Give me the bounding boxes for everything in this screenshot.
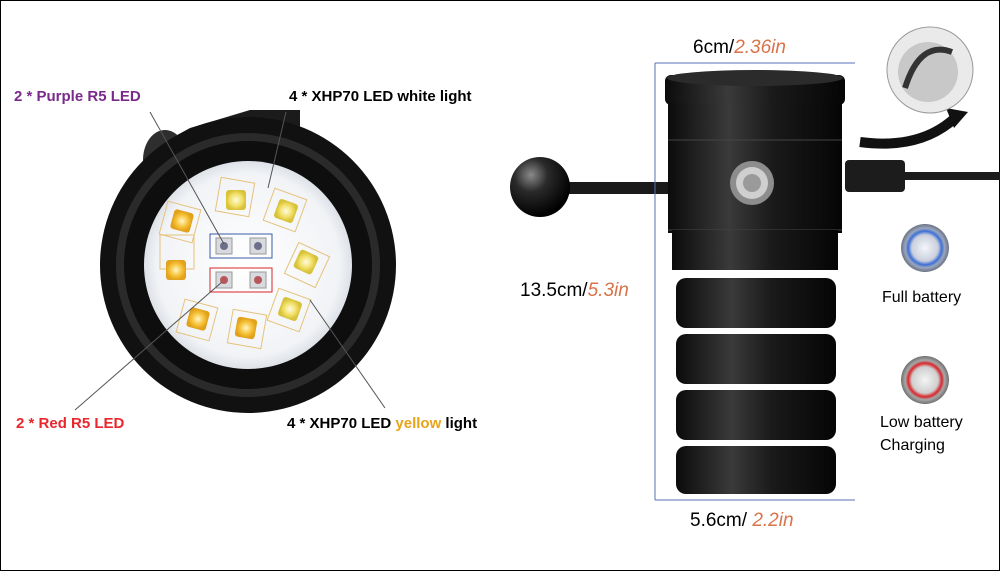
flashlight-side-image <box>510 26 1000 494</box>
width-top-dimension: 6cm/2.36in <box>693 37 786 58</box>
dimension-lines <box>654 62 855 501</box>
ball-mount-icon <box>510 157 570 217</box>
yellow-led-label: 4 * XHP70 LED yellow light <box>287 415 478 432</box>
white-led-label: 4 * XHP70 LED white light <box>289 88 472 105</box>
width-bottom-dimension: 5.6cm/ 2.2in <box>690 510 794 531</box>
purple-led-label: 2 * Purple R5 LED <box>14 88 141 105</box>
height-dimension: 13.5cm/5.3in <box>520 280 629 301</box>
low-battery-label: Low battery <box>880 414 963 431</box>
blue-indicator-button-icon <box>901 224 949 272</box>
charging-cable-icon <box>845 160 905 192</box>
leader-lines <box>74 111 386 411</box>
mount-arm <box>560 182 670 194</box>
full-battery-label: Full battery <box>882 289 962 306</box>
curved-arrow-icon <box>859 114 959 149</box>
red-indicator-button-icon <box>901 356 949 404</box>
charging-label: Charging <box>880 437 945 454</box>
flashlight-front-image <box>100 110 396 413</box>
red-led-label: 2 * Red R5 LED <box>16 415 125 432</box>
